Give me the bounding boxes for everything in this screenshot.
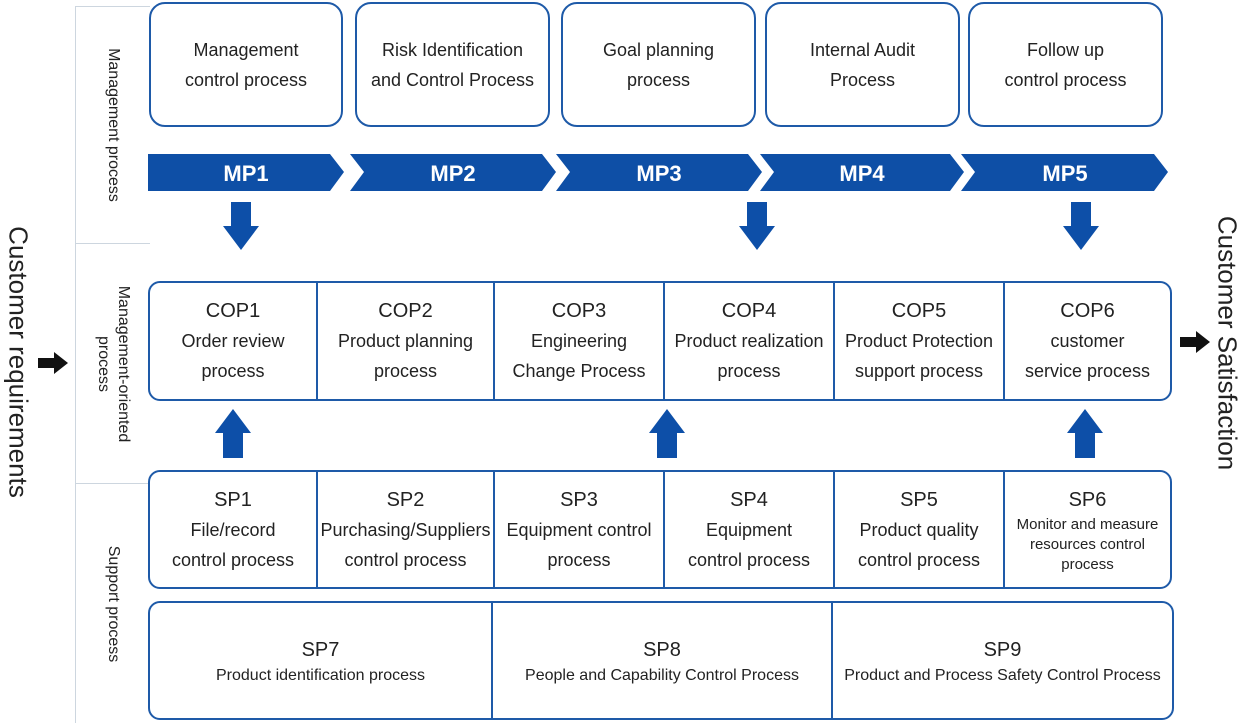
cop-row: COP1 Order review process COP2 Product p… [148, 281, 1172, 401]
up-arrow-icon [1067, 409, 1103, 458]
sp-row: SP1 File/record control process SP2 Purc… [148, 470, 1172, 589]
right-arrow-icon [1180, 331, 1210, 353]
sp-cell: SP4 Equipment control process [665, 472, 835, 587]
sp-cell: SP7 Product identification process [150, 603, 493, 718]
sp-cell: SP2 Purchasing/Suppliers control process [318, 472, 495, 587]
up-arrow-icon [215, 409, 251, 458]
cop-cell: COP3 Engineering Change Process [495, 283, 665, 399]
mp-label: MP4 [839, 161, 885, 186]
cop-cell: COP4 Product realization process [665, 283, 835, 399]
mp-label: MP2 [430, 161, 475, 186]
management-box: Risk Identification and Control Process [355, 2, 550, 127]
mp-chevron [760, 154, 964, 191]
mp-chevron [148, 154, 344, 191]
mp-chevron [556, 154, 762, 191]
sp-cell: SP8 People and Capability Control Proces… [493, 603, 833, 718]
sp-cell: SP3 Equipment control process [495, 472, 665, 587]
mp-chevron [350, 154, 556, 191]
down-arrow-icon [1063, 202, 1099, 250]
support-process-strip: Support process [75, 483, 150, 723]
mp-label: MP1 [223, 161, 268, 186]
up-arrow-icon [649, 409, 685, 458]
sp-cell: SP9 Product and Process Safety Control P… [844, 638, 1161, 684]
cop-cell: COP1 Order review process [150, 283, 318, 399]
management-box: Management control process [149, 2, 343, 127]
sp-cell: SP1 File/record control process [150, 472, 318, 587]
management-process-strip: Management process [75, 6, 150, 243]
cop-cell: COP2 Product planning process [318, 283, 495, 399]
mp-label: MP5 [1042, 161, 1087, 186]
sp-bottom-row: SP7 Product identification process SP8 P… [148, 601, 1174, 720]
cop-cell: COP5 Product Protection support process [835, 283, 1005, 399]
mp-label: MP3 [636, 161, 681, 186]
sp-cell: SP5 Product quality control process [835, 472, 1005, 587]
management-oriented-strip: Management-oriented process [75, 243, 150, 483]
sp-cell: SP6 Monitor and measure resources contro… [1016, 488, 1159, 573]
management-box: Follow up control process [968, 2, 1163, 127]
management-box: Goal planning process [561, 2, 756, 127]
right-arrow-icon [38, 352, 68, 374]
mp-chevron [961, 154, 1168, 191]
down-arrow-icon [223, 202, 259, 250]
cop-cell: COP6 customer service process [1024, 300, 1151, 381]
down-arrow-icon [739, 202, 775, 250]
management-box: Internal Audit Process [765, 2, 960, 127]
